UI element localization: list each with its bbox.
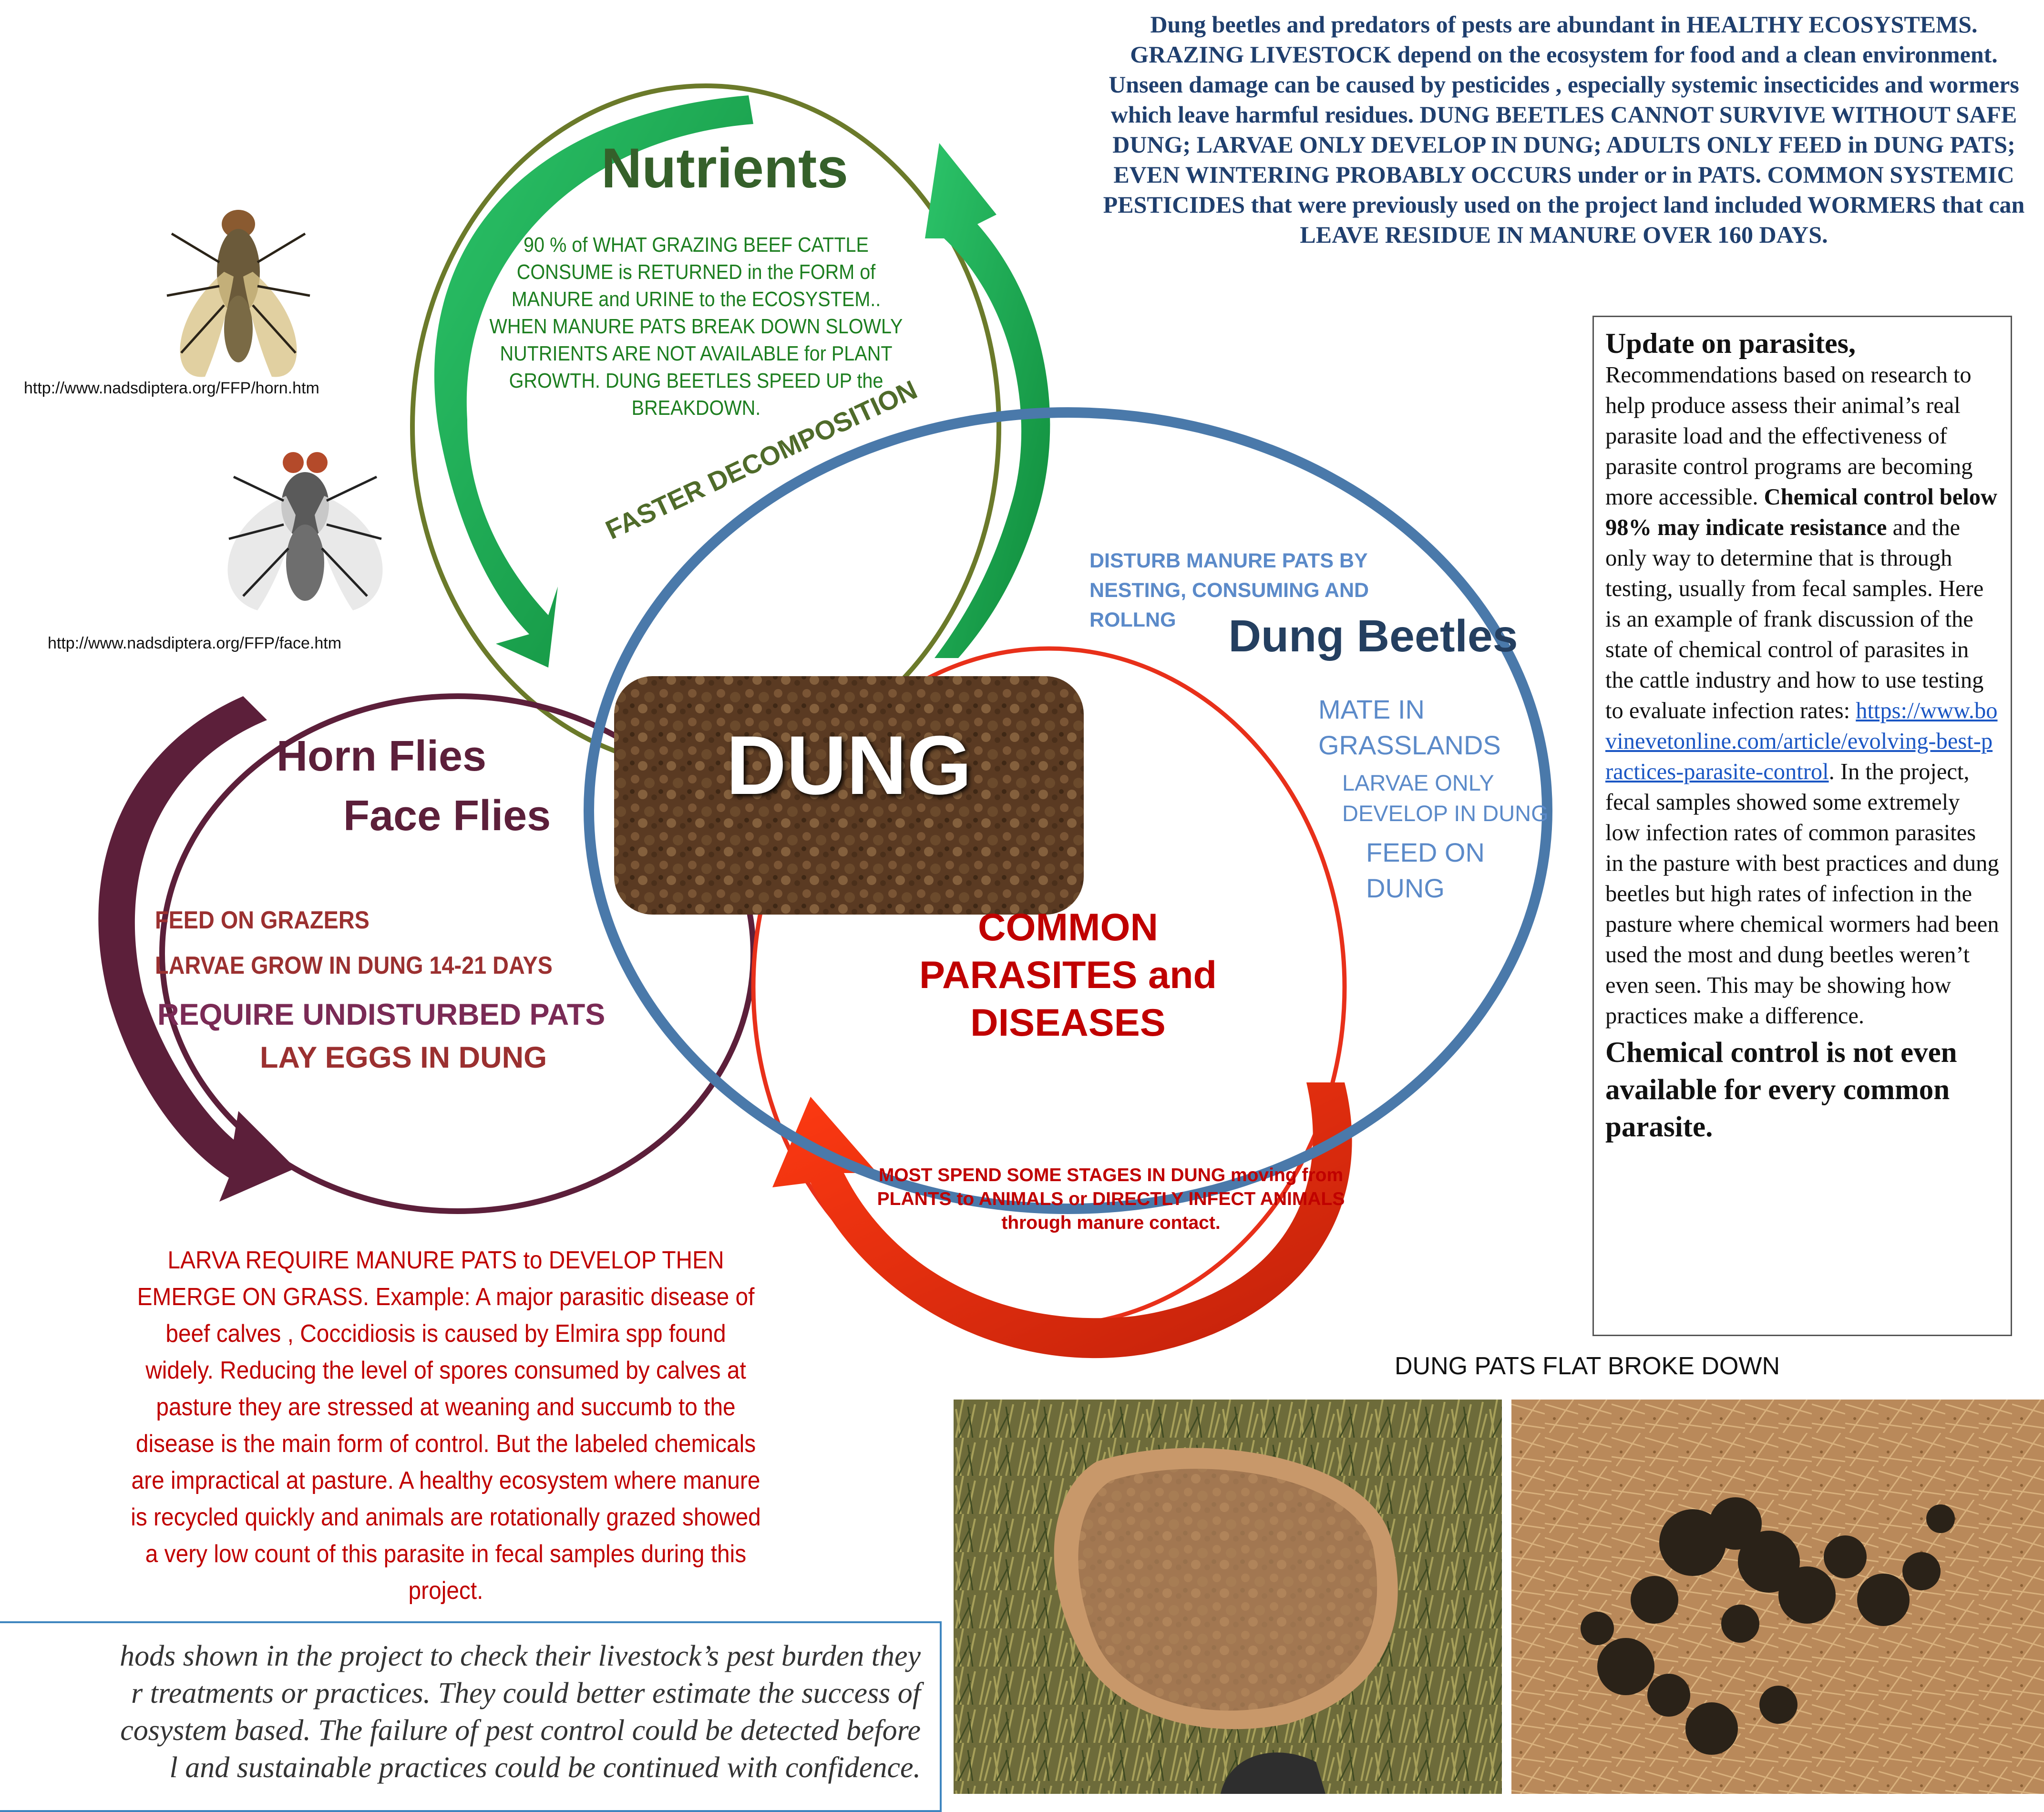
conclusion-box: hods shown in the project to check their… [0,1621,942,1812]
flies-title-line2: Face Flies [343,792,551,840]
update-body: Recommendations based on research to hel… [1605,360,1999,1031]
nutrients-arrow-right [925,143,1050,658]
dung-box [614,676,1084,915]
parasites-title: COMMON PARASITES and DISEASES [853,904,1283,1047]
conclusion-line1: hods shown in the project to check their… [120,1640,921,1672]
nutrients-body: 90 % of WHAT GRAZING BEEF CATTLE CONSUME… [489,233,903,420]
flies-feed-text: FEED ON GRAZERS [155,906,370,934]
larva-coccidiosis-text: LARVA REQUIRE MANURE PATS to DEVELOP THE… [131,1246,761,1605]
face-fly-caption[interactable]: http://www.nadsdiptera.org/FFP/face.htm [48,634,342,652]
beetles-feed-line1: FEED ON [1366,837,1485,867]
update-body-part1: Recommendations based on research to hel… [1605,362,1973,510]
broken-dung-photo [1511,1400,2044,1794]
parasites-note: MOST SPEND SOME STAGES IN DUNG moving fr… [877,1165,1345,1233]
parasites-title-line1: COMMON [978,906,1158,949]
beetles-disturb-text: DISTURB MANURE PATS BY NESTING, CONSUMIN… [1089,549,1369,631]
beetles-larvae-line2: DEVELOP IN DUNG [1342,801,1549,826]
parasites-title-line3: DISEASES [970,1001,1166,1044]
bovinevet-link[interactable]: https://www.bovinevetonline.com/article/… [1605,698,1998,784]
dung-pats-caption: DUNG PATS FLAT BROKE DOWN [1395,1352,1780,1380]
face-fly-image [227,452,383,610]
horn-fly-image [166,210,310,377]
parasites-arrow [772,1082,1352,1359]
nutrients-arrow-left [434,95,753,668]
update-bold-resistance: Chemical control below 98% may indicate … [1605,484,1998,540]
flies-arrow [98,696,296,1202]
update-title: Update on parasites, [1605,328,1856,359]
beetles-ring [584,407,1552,1214]
update-closing: Chemical control is not even available f… [1605,1037,1957,1143]
update-body-part3: . In the project, fecal samples showed s… [1605,759,1999,1029]
conclusion-line2: r treatments or practices. They could be… [131,1677,921,1709]
beetles-mate-line1: MATE IN [1318,694,1425,724]
ecosystem-intro-text: Dung beetles and predators of pests are … [1103,11,2025,248]
conclusion-text: hods shown in the project to check their… [0,1637,921,1786]
nutrients-title: Nutrients [601,137,848,200]
beetles-mate-line2: GRASSLANDS [1318,730,1501,760]
flat-dung-pat-photo [954,1400,1502,1794]
update-body-part2: and the only way to determine that is th… [1605,515,1984,723]
dung-label: DUNG [726,719,972,812]
flies-require-text: REQUIRE UNDISTURBED PATS [157,998,606,1031]
flies-title-line1: Horn Flies [277,732,487,780]
conclusion-line4: l and sustainable practices could be con… [169,1751,921,1784]
flies-lay-text: LAY EGGS IN DUNG [260,1041,547,1074]
horn-fly-caption[interactable]: http://www.nadsdiptera.org/FFP/horn.htm [24,379,319,397]
beetles-feed-line2: DUNG [1366,873,1445,903]
parasites-title-line2: PARASITES and [919,954,1217,997]
conclusion-line3: cosystem based. The failure of pest cont… [120,1714,921,1747]
beetles-larvae-line1: LARVAE ONLY [1342,770,1494,795]
flies-larvae-text: LARVAE GROW IN DUNG 14-21 DAYS [155,952,553,979]
parasite-update-box: Update on parasites, Recommendations bas… [1592,316,2012,1336]
dung-beetles-title: Dung Beetles [1228,611,1518,661]
